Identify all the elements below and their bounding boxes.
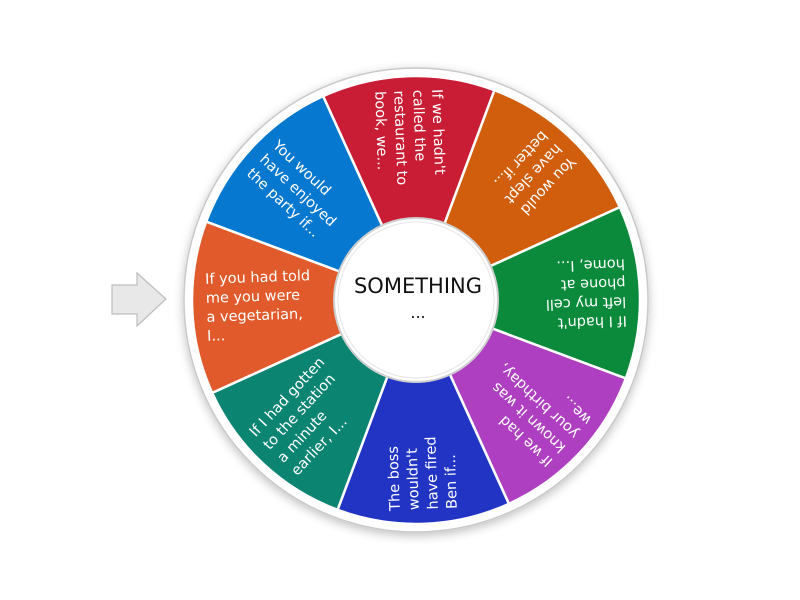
segment-label-line: left my cell	[546, 293, 627, 312]
segment-label-line: restaurant to	[390, 90, 409, 185]
segment-label-line: phone at	[560, 274, 625, 292]
hub-subtitle: ...	[410, 303, 425, 322]
segment-label-line: have fired	[423, 436, 442, 510]
arrow-right-icon	[111, 271, 167, 328]
segment-label-line: If we hadn't	[428, 89, 447, 175]
segment-label-line: I...	[207, 328, 226, 345]
wheel-hub[interactable]: SOMETHING ...	[333, 217, 499, 383]
segment-label-line: book, we...	[371, 91, 390, 171]
wheel-segment[interactable]	[321, 74, 497, 304]
wheel-segment[interactable]	[412, 205, 642, 381]
hub-title: SOMETHING	[354, 274, 482, 298]
hub-inner-ring	[337, 221, 495, 379]
segment-label-line: called the	[409, 90, 427, 162]
segment-label-line: home, I...	[556, 255, 625, 273]
segment-label-line: wouldn't	[405, 448, 423, 511]
wheel-segment[interactable]	[190, 219, 420, 395]
pointer-arrow	[111, 271, 167, 328]
segment-label-line: The boss	[386, 446, 404, 512]
wheel-segment[interactable]	[335, 296, 511, 526]
segment-label-line: If I hadn't	[557, 312, 627, 330]
segment-label-line: If you had told	[205, 268, 310, 288]
segment-label-line: a vegetarian,	[206, 306, 303, 325]
segment-label-line: me you were	[206, 288, 301, 307]
segment-label-line: Ben if...	[443, 454, 461, 509]
